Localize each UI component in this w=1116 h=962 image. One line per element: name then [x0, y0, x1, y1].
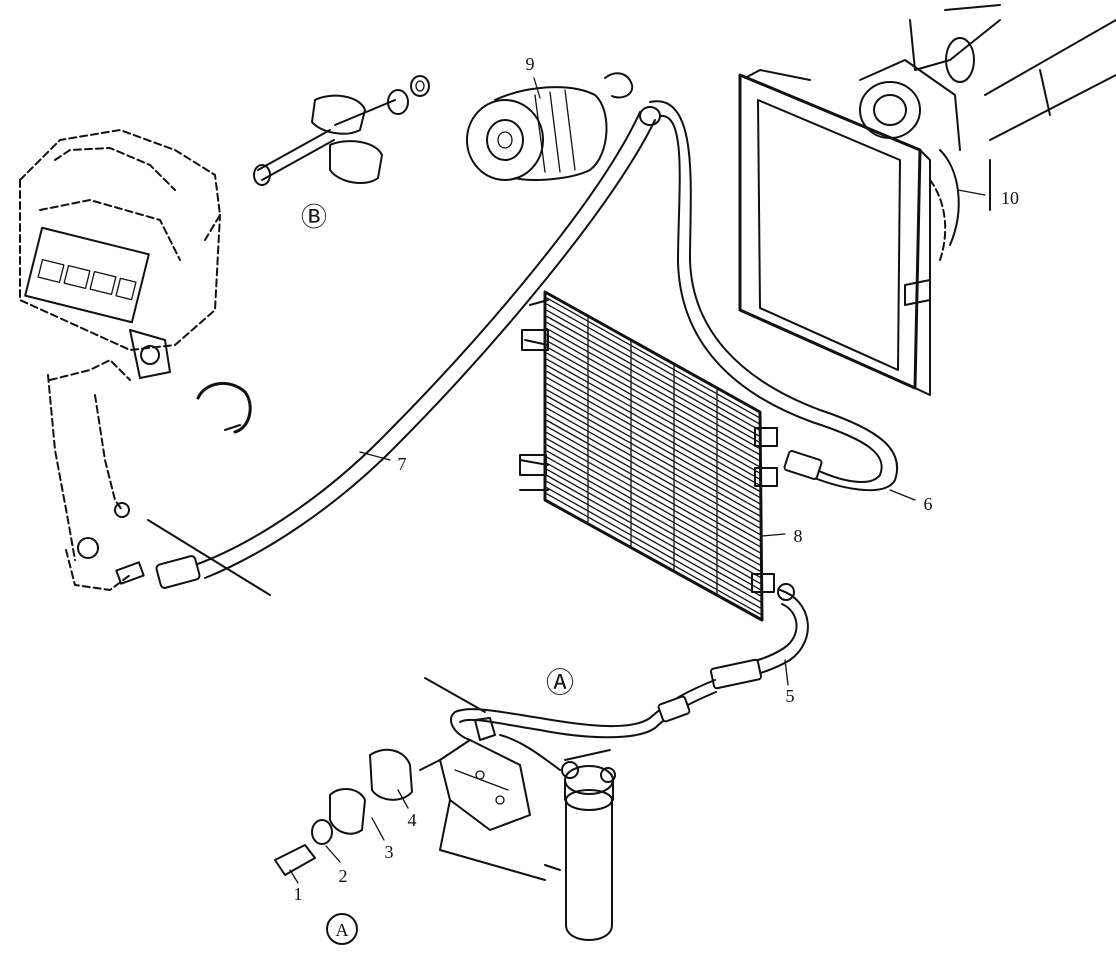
hose-5 [710, 583, 809, 690]
callout-4: 4 [408, 810, 417, 830]
compressor [466, 72, 634, 181]
drier-bracket [419, 739, 561, 881]
callout-1: 1 [294, 884, 303, 904]
condenser [519, 290, 778, 622]
condenser-fin [546, 456, 761, 578]
condenser-fin [546, 376, 761, 499]
detail-markers: Ⓐ Ⓑ A [301, 203, 574, 945]
condenser-fin [546, 444, 761, 566]
condenser-fin [546, 487, 761, 609]
condenser-fin [546, 309, 761, 432]
callouts: 1 2 3 4 5 6 7 8 9 10 [294, 54, 1020, 904]
condenser-fin [546, 297, 761, 419]
callout-5: 5 [786, 686, 795, 706]
condenser-fin [546, 321, 761, 444]
condenser-fin [546, 401, 761, 523]
callout-7: 7 [398, 454, 407, 474]
condenser-fin [546, 432, 761, 554]
condenser-fin [546, 389, 761, 511]
engine-block [859, 4, 1116, 261]
condenser-fin [546, 303, 761, 425]
pipe-a [424, 677, 717, 771]
condenser-fin [546, 328, 761, 450]
detail-marker-b-circled: Ⓑ [301, 203, 327, 232]
condenser-fin [546, 480, 761, 603]
condenser-fin [546, 450, 761, 572]
condenser-fin [546, 413, 761, 536]
radiator [738, 69, 931, 396]
hose-7 [155, 106, 661, 589]
condenser-fin [546, 340, 761, 462]
condenser-fin [546, 438, 761, 560]
condenser-fin [546, 395, 761, 517]
condenser-fin [546, 462, 761, 584]
detail-marker-a-circled: Ⓐ [546, 667, 574, 699]
callout-10: 10 [1001, 188, 1019, 208]
condenser-fin [546, 346, 761, 468]
condenser-fin [546, 352, 761, 474]
condenser-fin [546, 474, 761, 597]
condenser-fin [546, 468, 761, 591]
condenser-fin [546, 358, 761, 480]
hose-6 [649, 100, 899, 492]
condenser-fin [546, 383, 761, 505]
callout-2: 2 [339, 866, 348, 886]
callout-6: 6 [924, 494, 933, 514]
clamp-parts [274, 748, 413, 876]
detail-b-mounting-hardware [253, 75, 430, 186]
condenser-fin [546, 370, 761, 493]
condenser-fin [546, 364, 761, 487]
receiver-drier [561, 749, 616, 941]
condenser-fin [546, 315, 761, 438]
condenser-fin [546, 425, 761, 548]
callout-3: 3 [385, 842, 394, 862]
detail-marker-a: A [336, 920, 349, 940]
detail-a-circle [326, 913, 358, 945]
callout-9: 9 [526, 54, 535, 74]
evaporator-unit [19, 129, 271, 596]
condenser-fin [546, 493, 761, 615]
leader-lines [289, 77, 986, 884]
callout-8: 8 [794, 526, 803, 546]
condenser-fin [546, 407, 761, 529]
condenser-fin [546, 334, 761, 456]
condenser-fin [546, 419, 761, 542]
